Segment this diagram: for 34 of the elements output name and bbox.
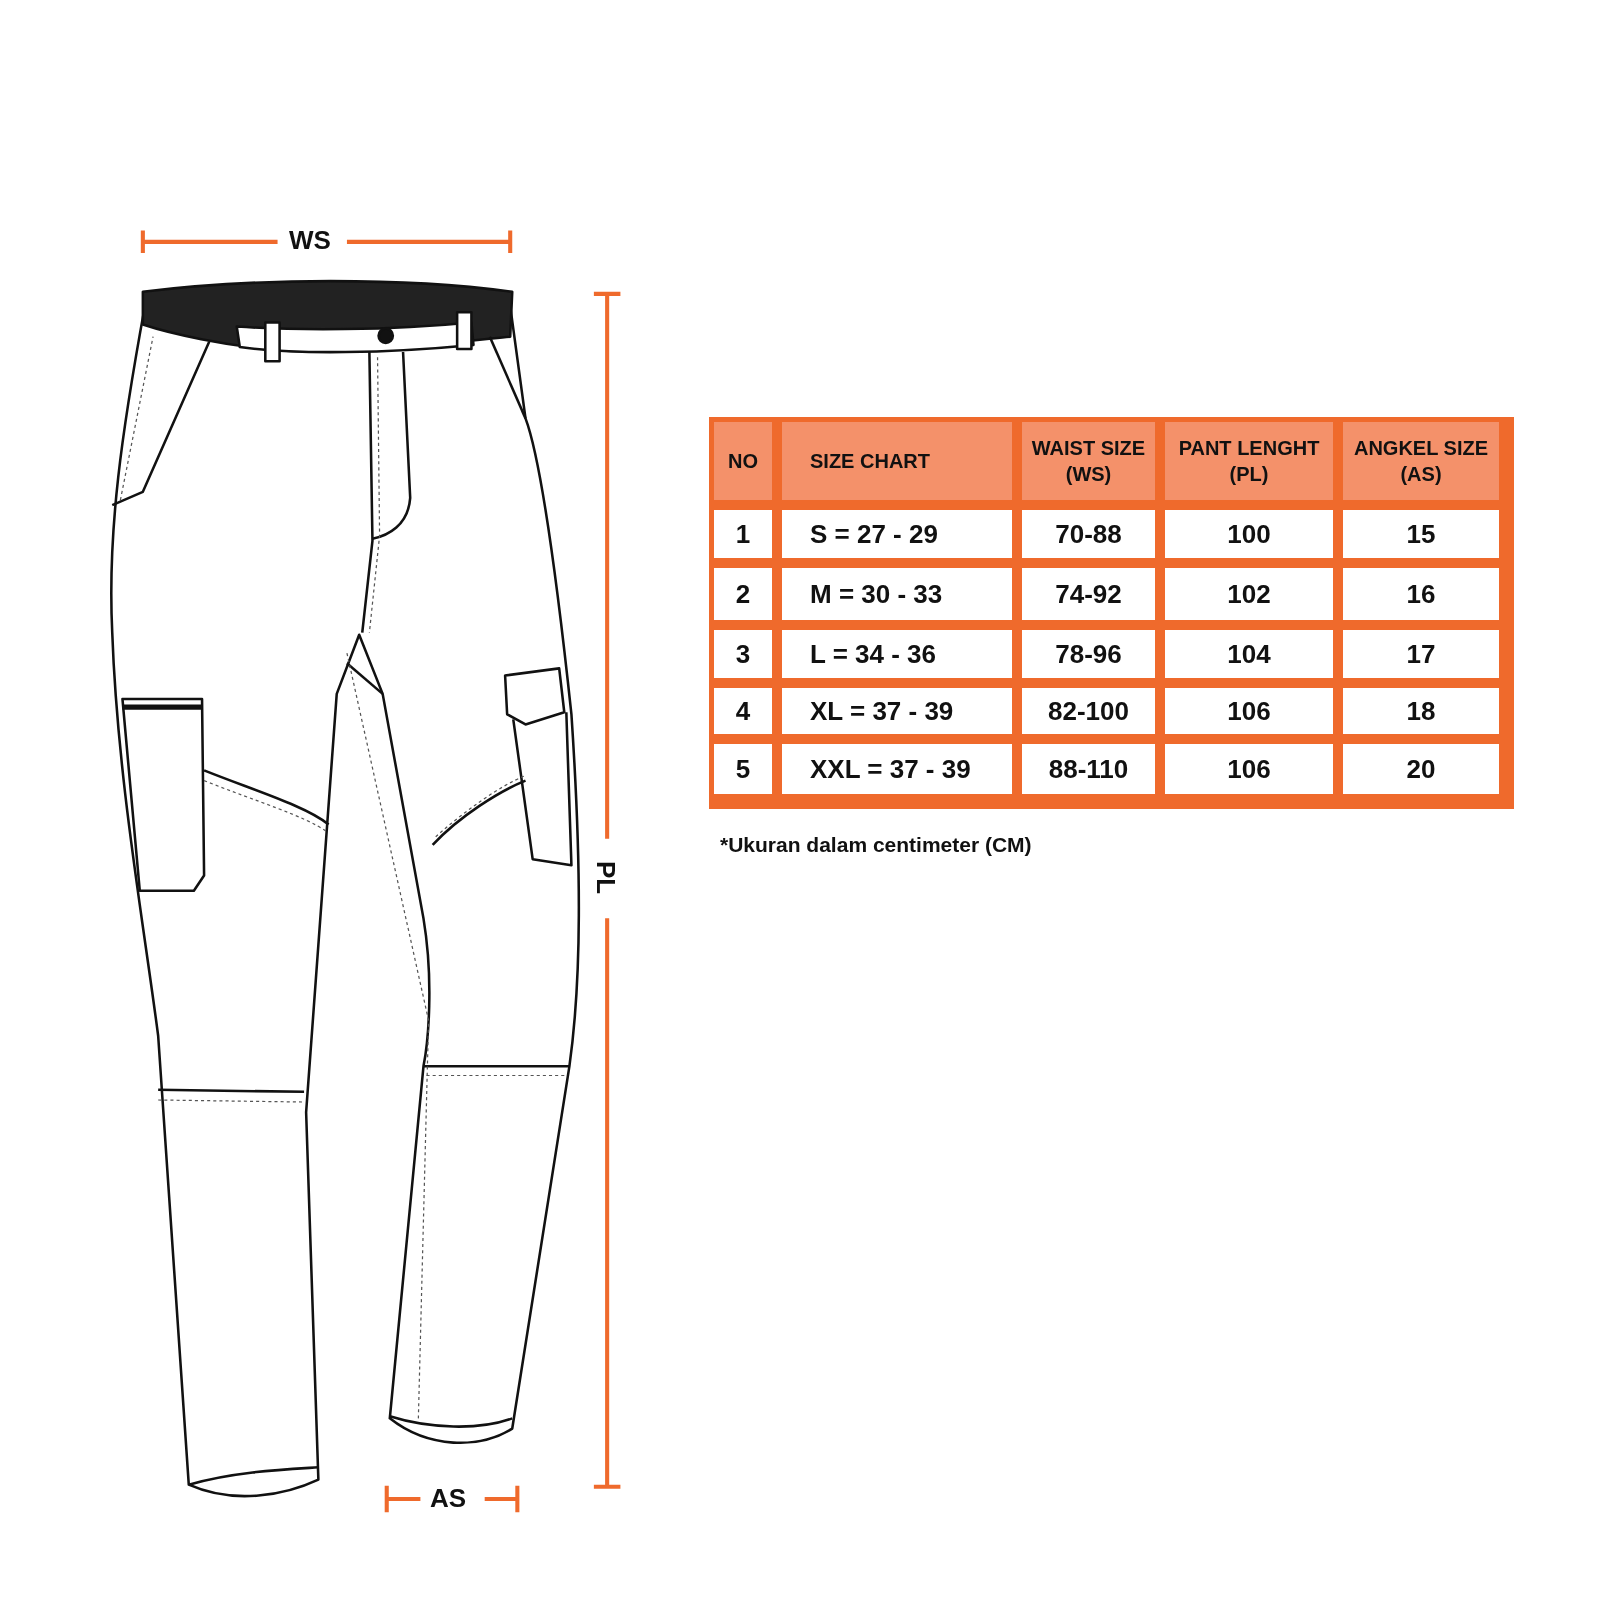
table-cell: 106 (1162, 741, 1336, 797)
table-cell: 2 (711, 565, 775, 623)
dimension-label: PL (590, 860, 622, 895)
table-cell: L = 34 - 36 (779, 627, 1015, 681)
table-cell: M = 30 - 33 (779, 565, 1015, 623)
table-cell: XXL = 37 - 39 (779, 741, 1015, 797)
header-cell: ANGKEL SIZE (AS) (1340, 419, 1502, 503)
table-cell: 70-88 (1019, 507, 1158, 561)
table-cell: 100 (1162, 507, 1336, 561)
table-cell: 104 (1162, 627, 1336, 681)
table-cell: 78-96 (1019, 627, 1158, 681)
table-cell: 17 (1340, 627, 1502, 681)
table-cell: 102 (1162, 565, 1336, 623)
table-cell: 88-110 (1019, 741, 1158, 797)
table-cell: 74-92 (1019, 565, 1158, 623)
table-cell: 15 (1340, 507, 1502, 561)
table-cell: 3 (711, 627, 775, 681)
table-cell: S = 27 - 29 (779, 507, 1015, 561)
table-cell: 20 (1340, 741, 1502, 797)
table-cell: 82-100 (1019, 685, 1158, 737)
table-cell: 18 (1340, 685, 1502, 737)
header-cell: SIZE CHART (779, 419, 1015, 503)
table-cell: 4 (711, 685, 775, 737)
table-cell: 5 (711, 741, 775, 797)
table-cell: 1 (711, 507, 775, 561)
header-cell: PANT LENGHT (PL) (1162, 419, 1336, 503)
dimension-label: AS (430, 1483, 467, 1514)
table-cell: 16 (1340, 565, 1502, 623)
header-cell: NO (711, 419, 775, 503)
table-cell: XL = 37 - 39 (779, 685, 1015, 737)
header-cell: WAIST SIZE (WS) (1019, 419, 1158, 503)
dimension-label: WS (289, 225, 331, 256)
table-cell: 106 (1162, 685, 1336, 737)
footnote: *Ukuran dalam centimeter (CM) (720, 833, 1032, 857)
